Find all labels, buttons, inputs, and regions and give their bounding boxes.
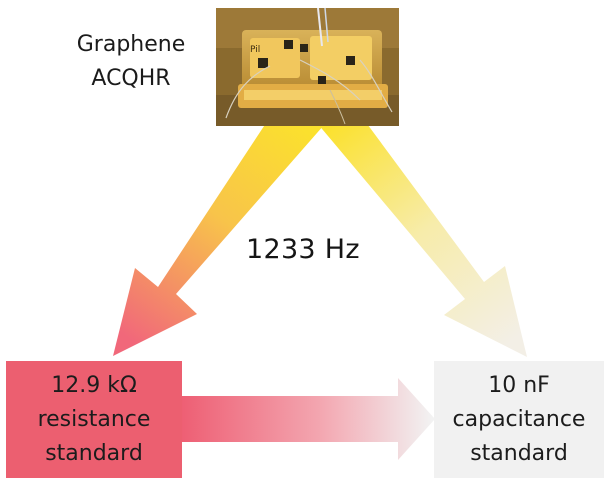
arrow-to-capacitance bbox=[312, 117, 527, 357]
resistance-standard-box: 12.9 kΩ resistance standard bbox=[6, 361, 182, 478]
resistance-value: 12.9 kΩ bbox=[51, 372, 137, 398]
capacitance-value: 10 nF bbox=[488, 372, 550, 398]
arrow-to-resistance bbox=[113, 117, 331, 356]
capacitance-line-3: standard bbox=[470, 440, 568, 466]
capacitance-line-2: capacitance bbox=[452, 406, 586, 432]
svg-text:Pil: Pil bbox=[250, 45, 260, 55]
acqhr-label-line-2: ACQHR bbox=[91, 66, 171, 91]
capacitance-standard-box: 10 nF capacitance standard bbox=[434, 361, 604, 478]
frequency-label: 1233 Hz bbox=[246, 234, 360, 265]
acqhr-photo: Pil bbox=[216, 7, 399, 126]
acqhr-label: Graphene ACQHR bbox=[56, 28, 206, 96]
acqhr-label-line-1: Graphene bbox=[76, 32, 186, 57]
arrow-bottom-resistance-to-capacitance bbox=[182, 378, 435, 460]
resistance-line-3: standard bbox=[45, 440, 143, 466]
resistance-line-2: resistance bbox=[37, 406, 151, 432]
